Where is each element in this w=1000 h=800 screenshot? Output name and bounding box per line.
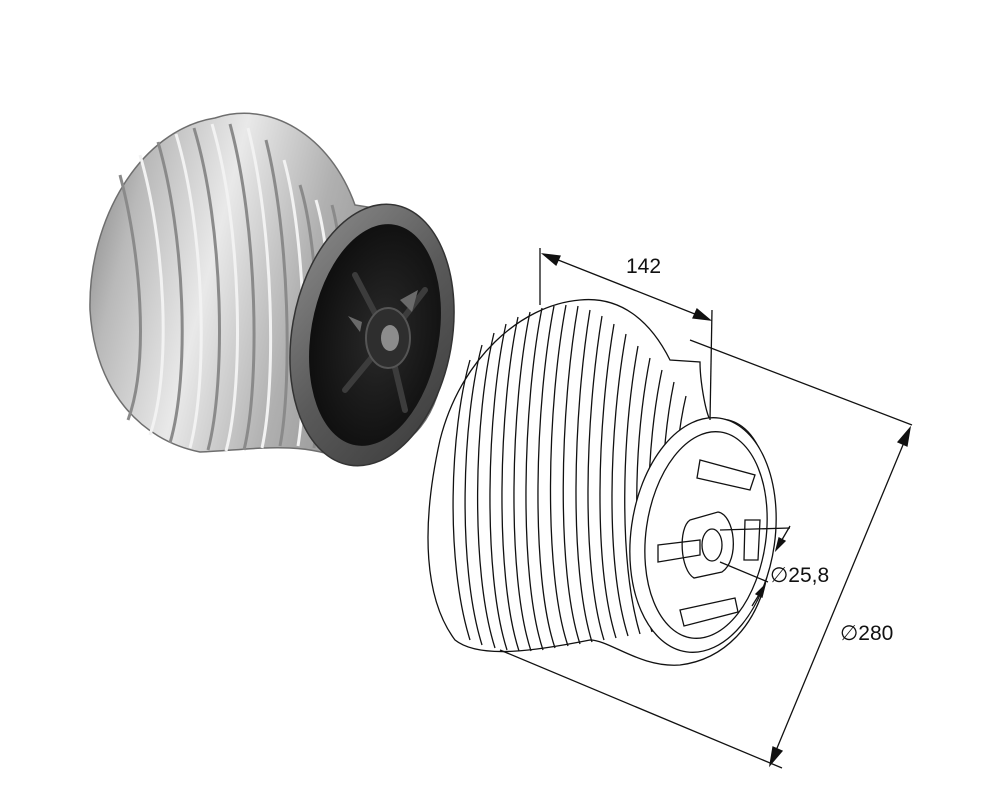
drawing-drum-outline [427,298,774,666]
arrow-head [774,537,787,553]
bore-diameter-label: ∅25,8 [770,564,830,587]
arrow-head [540,253,561,267]
drawing-front-flange-outer [629,417,777,653]
drawing-front-flange-inner [644,431,768,639]
outer-diameter-label: ∅280 [840,622,894,645]
arrow-head [768,746,784,768]
outer-extension-bottom [499,649,783,769]
bore-leader-bottom [719,561,769,583]
outer-dimension-line [769,427,911,766]
bore-leader-top [719,527,791,531]
drawing-hub-fins [657,459,761,627]
photo-view [89,112,455,467]
outer-extension-top [689,339,913,426]
arrow-head [896,425,912,447]
arrow-head [692,307,713,321]
photo-hub-tab [400,290,418,312]
width-dimension-line [542,253,711,321]
width-dimension-label: 142 [626,255,662,278]
photo-bore [381,325,399,351]
photo-hub-tab [348,316,362,332]
drawing-hub [681,511,734,579]
line-drawing-view [427,298,777,666]
drawing-bore [701,528,723,562]
arrow-head [754,582,767,598]
dimension-lines [499,248,913,769]
width-extension-right [709,309,713,421]
